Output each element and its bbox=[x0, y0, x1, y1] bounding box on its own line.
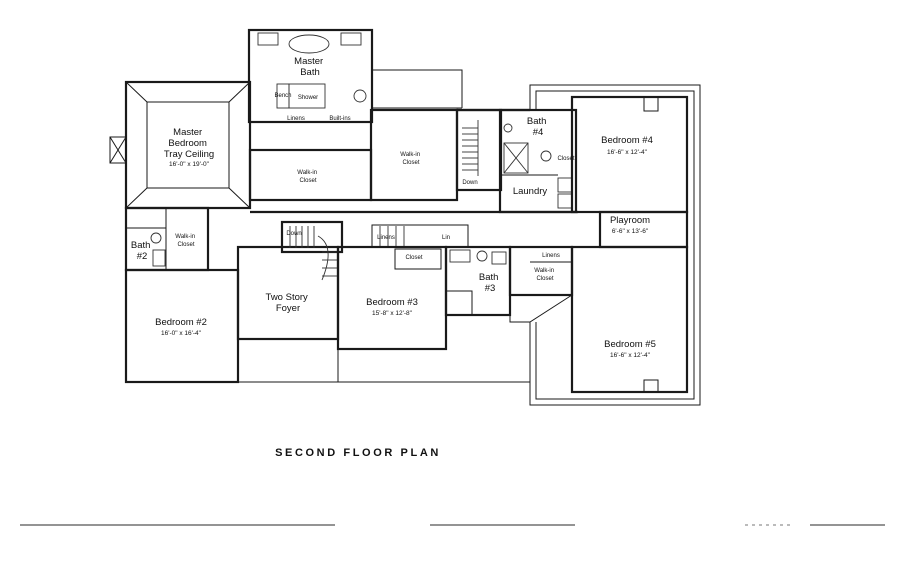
bath3-label: Bath #3 bbox=[479, 272, 501, 294]
bedroom3-dimensions: 15'-8" x 12'-8" bbox=[372, 310, 413, 317]
down-rear-label: Down bbox=[462, 180, 477, 186]
closet-b3-label: Closet bbox=[405, 255, 422, 261]
walk-in-closet-master-2-label: Walk-in Closet bbox=[400, 152, 421, 166]
plan-title: SECOND FLOOR PLAN bbox=[275, 447, 441, 459]
playroom-label: Playroom bbox=[610, 215, 650, 226]
linens-hall-label: Linens bbox=[377, 235, 395, 241]
bath4-label: Bath #4 bbox=[527, 116, 549, 138]
master-bath-label: Master Bath bbox=[294, 56, 326, 78]
two-story-foyer-label: Two Story Foyer bbox=[266, 292, 311, 314]
built-ins-label: Built-ins bbox=[329, 116, 350, 122]
bedroom4-dimensions: 16'-6" x 12'-4" bbox=[607, 149, 648, 156]
master-bath-fixtures bbox=[257, 32, 367, 109]
bedroom2-label: Bedroom #2 bbox=[155, 317, 207, 328]
linens-hall-2-label: Lin bbox=[442, 235, 450, 241]
shower-label: Shower bbox=[298, 95, 318, 101]
bedroom2-dimensions: 16'-0" x 16'-4" bbox=[161, 330, 202, 337]
bench-label: Bench bbox=[274, 93, 291, 99]
walk-in-closet-b5-label: Walk-in Closet bbox=[534, 268, 555, 282]
linens-b5-label: Linens bbox=[542, 253, 560, 259]
laundry-label: Laundry bbox=[513, 186, 548, 197]
bedroom3-label: Bedroom #3 bbox=[366, 297, 418, 308]
down-foyer-label: Down bbox=[286, 231, 301, 237]
closet-bath4-label: Closet bbox=[557, 156, 574, 162]
bath2-label: Bath #2 bbox=[131, 240, 153, 262]
linens-master-label: Linens bbox=[287, 116, 305, 122]
bedroom4-label: Bedroom #4 bbox=[601, 135, 653, 146]
master-bedroom-dimensions: 16'-0" x 19'-0" bbox=[169, 161, 210, 168]
plan-walls bbox=[109, 28, 701, 406]
master-bedroom-label: Master Bedroom Tray Ceiling bbox=[164, 127, 214, 160]
bedroom5-dimensions: 16'-6" x 12'-4" bbox=[610, 352, 651, 359]
bedroom5-label: Bedroom #5 bbox=[604, 339, 656, 350]
walk-in-closet-b2-label: Walk-in Closet bbox=[175, 234, 196, 248]
playroom-dimensions: 6'-6" x 13'-6" bbox=[612, 228, 649, 235]
walk-in-closet-master-1-label: Walk-in Closet bbox=[297, 170, 318, 184]
